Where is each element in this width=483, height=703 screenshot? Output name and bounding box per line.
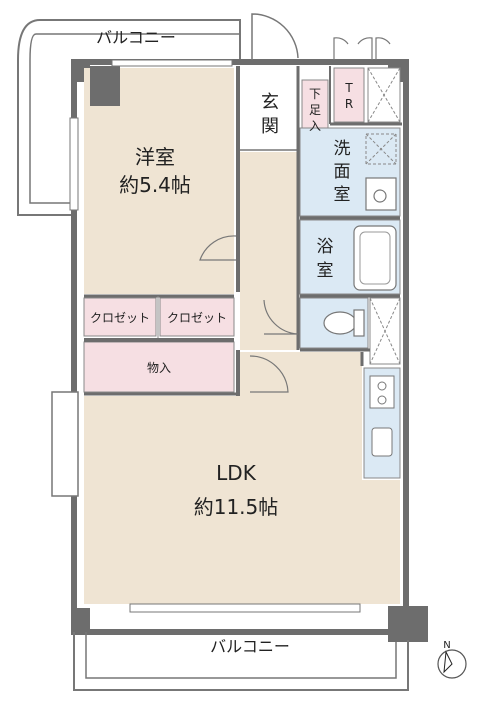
closet-1 xyxy=(83,297,157,337)
washroom-label-1: 洗 xyxy=(334,139,351,159)
tr-label-1: T xyxy=(344,81,353,95)
washroom-label-2: 面 xyxy=(334,162,351,182)
toilet-icon xyxy=(323,309,365,337)
washer-space-icon xyxy=(365,133,397,165)
stove-icon xyxy=(369,375,395,409)
window xyxy=(51,391,79,497)
compass-label: N xyxy=(443,640,450,651)
ldk-size: 約11.5帖 xyxy=(194,495,279,519)
sink-icon xyxy=(371,427,393,457)
bottom-balcony-outline xyxy=(73,632,409,691)
bottom-balcony-label: バルコニー xyxy=(210,637,290,656)
window xyxy=(129,603,361,613)
closet-1-label: クロゼット xyxy=(90,311,150,325)
door-swing xyxy=(199,235,237,261)
washbasin-icon xyxy=(365,177,397,211)
compass-icon: N xyxy=(437,640,467,679)
washroom-label-3: 室 xyxy=(334,185,351,205)
entrance-label-1: 玄 xyxy=(261,92,279,113)
top-balcony-label: バルコニー xyxy=(96,28,176,47)
entrance-label-2: 関 xyxy=(261,116,279,137)
entrance-door xyxy=(251,13,299,60)
western-room-name: 洋室 xyxy=(135,145,175,169)
bathroom-label-1: 浴 xyxy=(317,237,334,257)
shoe-box-label-1: 下 xyxy=(309,87,321,101)
closet-2 xyxy=(159,297,235,337)
bathtub-icon xyxy=(353,225,397,291)
door-swing xyxy=(263,299,299,335)
window xyxy=(111,59,233,67)
shoe-box xyxy=(301,79,329,137)
tr-box xyxy=(333,67,365,123)
entrance-floor xyxy=(240,68,298,150)
shoe-box-label-2: 足 xyxy=(309,103,321,117)
tr-label-2: R xyxy=(345,97,353,111)
outer-wall xyxy=(71,59,409,635)
closet-2-label: クロゼット xyxy=(167,311,227,325)
bathroom-label-2: 室 xyxy=(317,261,334,281)
ldk-name: LDK xyxy=(216,461,257,485)
storage-label: 物入 xyxy=(147,361,171,375)
shoe-box-label-3: 入 xyxy=(309,119,321,133)
western-room-size: 約5.4帖 xyxy=(119,173,191,197)
storage-closet xyxy=(83,341,235,393)
door-swing xyxy=(249,355,289,393)
corridor-floor xyxy=(240,152,298,350)
ldk-floor xyxy=(84,352,400,604)
window xyxy=(69,117,79,211)
